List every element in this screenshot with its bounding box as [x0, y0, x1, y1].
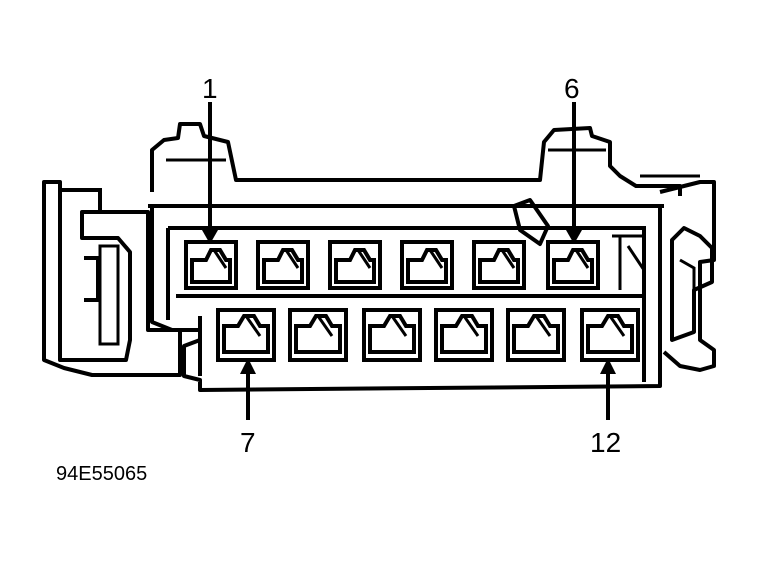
bottom-row-cavities [216, 308, 640, 362]
pin-label-12: 12 [590, 427, 621, 458]
left-latch [42, 180, 182, 377]
right-latch [659, 180, 716, 372]
top-row-cavities [184, 240, 600, 290]
connector-top-ridge [148, 122, 700, 208]
connector-housing [150, 198, 662, 392]
pin-1-arrow [202, 102, 218, 244]
pin-label-1: 1 [202, 73, 218, 104]
pin-label-6: 6 [564, 73, 580, 104]
pin-7-arrow [240, 358, 256, 420]
pin-label-7: 7 [240, 427, 256, 458]
pin-12-arrow [600, 358, 616, 420]
pin-6-arrow [566, 102, 582, 244]
figure-code: 94E55065 [56, 463, 147, 485]
